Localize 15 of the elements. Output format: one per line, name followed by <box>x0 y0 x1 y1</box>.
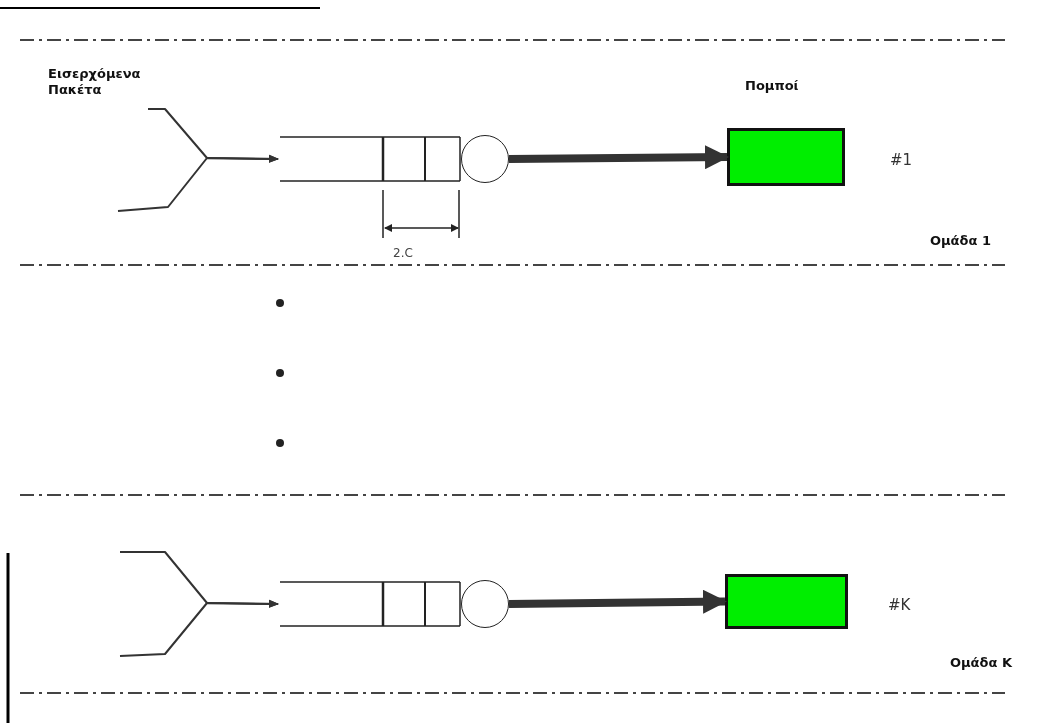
column-heading: Πομποί <box>745 78 799 94</box>
queue-drawing <box>278 580 463 628</box>
transmitter-number: #1 <box>890 151 913 169</box>
server-circle <box>461 135 509 183</box>
block-arrow <box>508 589 727 614</box>
arrow <box>119 599 279 657</box>
input-heading: Εισερχόμενα Πακέτα <box>48 66 142 98</box>
group-label: Ομάδα 1 <box>930 233 991 249</box>
queue-drawing <box>278 135 463 183</box>
arrow <box>117 154 279 212</box>
dimension-label: 2.C <box>393 245 413 261</box>
transmitter-number: #K <box>888 595 911 614</box>
group-label: Ομάδα K <box>950 655 1012 671</box>
block-arrow <box>508 145 729 170</box>
server-circle <box>461 580 509 628</box>
